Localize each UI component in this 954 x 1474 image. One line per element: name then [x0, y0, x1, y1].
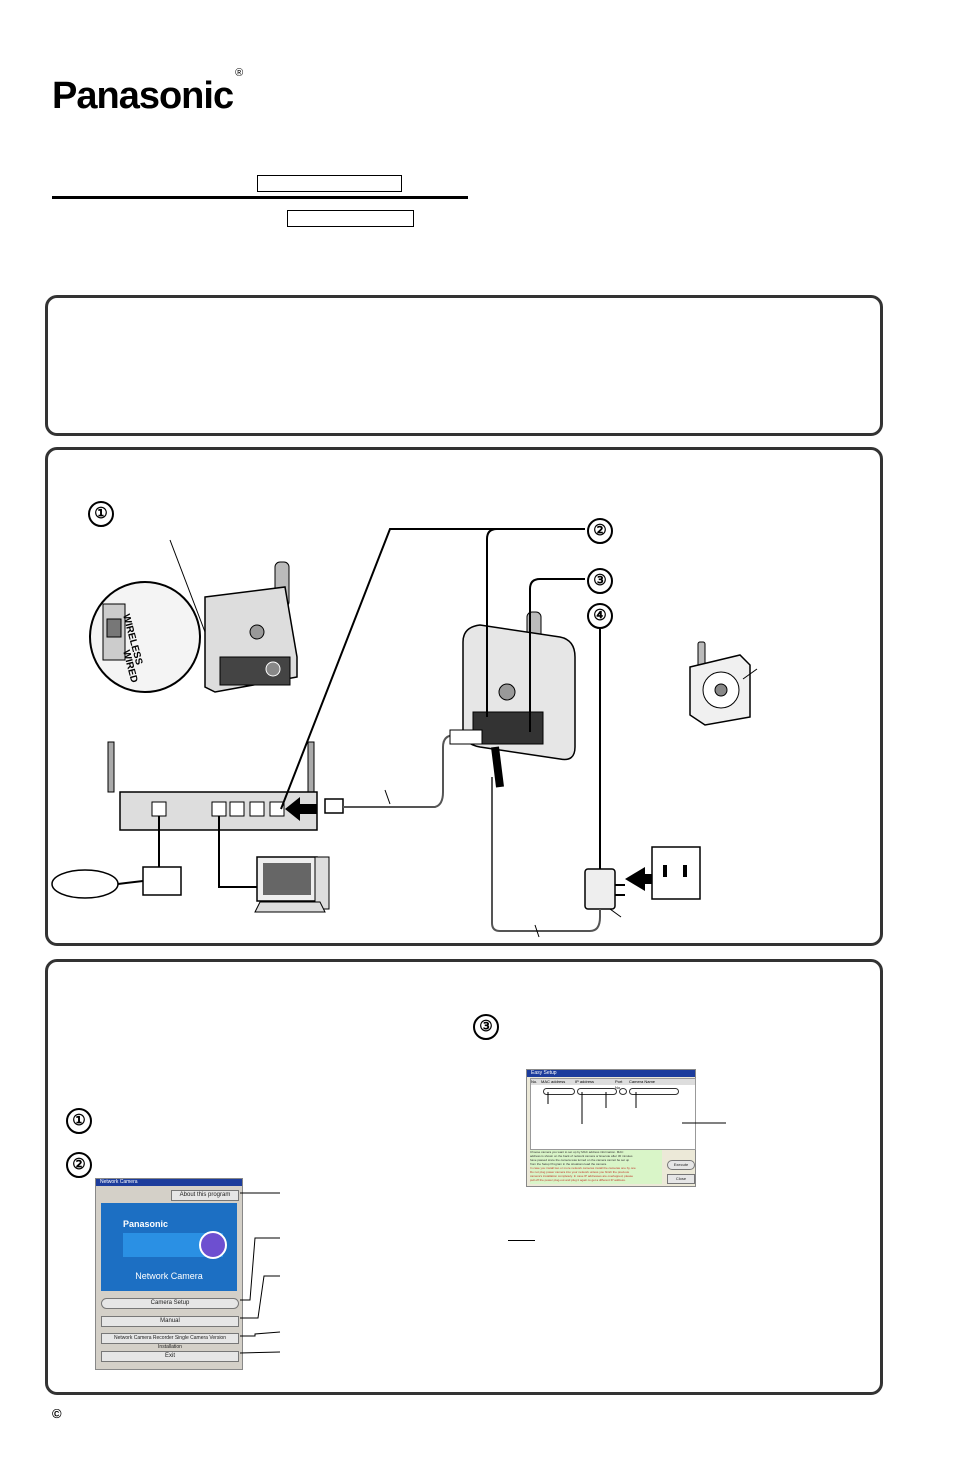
setup-window-title: Easy Setup: [527, 1070, 695, 1077]
base-unit-front: [449, 611, 576, 788]
computer: [254, 856, 330, 913]
note-line: from the Setup Program in the situations…: [530, 1162, 607, 1166]
model-number-box-1: [257, 175, 402, 192]
step-2-marker: ②: [587, 518, 613, 544]
camera-list-header: No. MAC address IP address Port No. Came…: [531, 1079, 695, 1090]
step-3-marker: ③: [587, 568, 613, 594]
close-button[interactable]: Close: [667, 1174, 695, 1184]
software-step-3-marker: ③: [473, 1014, 499, 1040]
note-line: Do not plug power camera into your netwo…: [530, 1170, 630, 1174]
intro-panel: [45, 295, 883, 436]
launcher-window: Network Camera About this program Panaso…: [95, 1178, 243, 1370]
software-panel: [45, 959, 883, 1395]
exit-button[interactable]: Exit: [101, 1351, 239, 1362]
insert-arrow: [285, 797, 317, 821]
connection-panel: [45, 447, 883, 946]
splash-brand: Panasonic: [123, 1219, 169, 1229]
camera-list: No. MAC address IP address Port No. Came…: [530, 1078, 696, 1150]
base-unit-rear: [204, 561, 298, 693]
software-step-1-marker: ①: [66, 1108, 92, 1134]
software-step-2-marker: ②: [66, 1152, 92, 1178]
lan-cable: [343, 734, 456, 808]
ip-highlight: [577, 1088, 617, 1095]
manual-button[interactable]: Manual: [101, 1316, 239, 1327]
col-mac: MAC address: [541, 1079, 566, 1084]
col-no: No.: [531, 1079, 538, 1084]
about-program-button[interactable]: About this program: [171, 1190, 239, 1201]
note-line: Choose camera you want to set up by MAC …: [530, 1150, 624, 1154]
note-line: address is shown on the back of network …: [530, 1154, 633, 1158]
leader-step2-unit: [486, 528, 585, 717]
copyright: ©: [52, 1406, 62, 1421]
wall-outlet: [651, 846, 701, 900]
modem: [142, 866, 182, 896]
port-highlight: [619, 1088, 627, 1095]
lan-plug: [324, 798, 344, 814]
plug-arrow: [625, 867, 665, 891]
setup-window: Easy Setup No. MAC address IP address Po…: [526, 1069, 696, 1187]
col-port: Port No.: [615, 1079, 623, 1090]
step-4-marker: ④: [587, 603, 613, 629]
splash-title: Network Camera: [135, 1271, 203, 1281]
mac-highlight: [543, 1088, 575, 1095]
camera-list-row[interactable]: [543, 1088, 693, 1095]
leader-step3: [529, 578, 585, 732]
splash-lens-icon: [199, 1231, 227, 1259]
step-1-marker: ①: [88, 501, 114, 527]
title-rule: [52, 196, 468, 199]
network-camera: [689, 641, 758, 726]
switch-leader-line: [169, 539, 206, 633]
col-camera-name: Camera Name: [629, 1079, 656, 1084]
ac-adaptor: [584, 868, 625, 910]
switch-magnifier: WIRELESS WIRED: [89, 581, 201, 693]
internet-cloud: [51, 869, 119, 899]
note-line: pull off the power plug-out and plug it …: [530, 1178, 626, 1182]
note-line: camera's installation completely. In cas…: [530, 1174, 634, 1178]
panasonic-logo: Panasonic®: [52, 67, 243, 117]
recorder-install-button[interactable]: Network Camera Recorder Single Camera Ve…: [101, 1333, 239, 1350]
camera-setup-button[interactable]: Camera Setup: [101, 1298, 239, 1309]
connection-diagram: WIRELESS WIRED: [51, 528, 758, 938]
note-line: In case you install two or more network …: [530, 1166, 636, 1170]
power-cable: [491, 777, 601, 932]
launcher-splash: Panasonic Network Camera: [101, 1203, 237, 1291]
setup-notes: Choose camera you want to set up by MAC …: [530, 1150, 662, 1184]
underline-mark: [508, 1240, 535, 1241]
col-ip: IP address: [575, 1079, 595, 1084]
note-line: have passed since the camera was turned …: [530, 1158, 630, 1162]
execute-button[interactable]: Execute: [667, 1160, 695, 1170]
setup-leader-lines: [547, 1092, 726, 1124]
name-highlight: [629, 1088, 679, 1095]
launcher-window-title: Network Camera: [96, 1179, 242, 1186]
model-number-box-2: [287, 210, 414, 227]
launcher-leader-lines: [240, 1192, 281, 1354]
router: [107, 741, 318, 831]
